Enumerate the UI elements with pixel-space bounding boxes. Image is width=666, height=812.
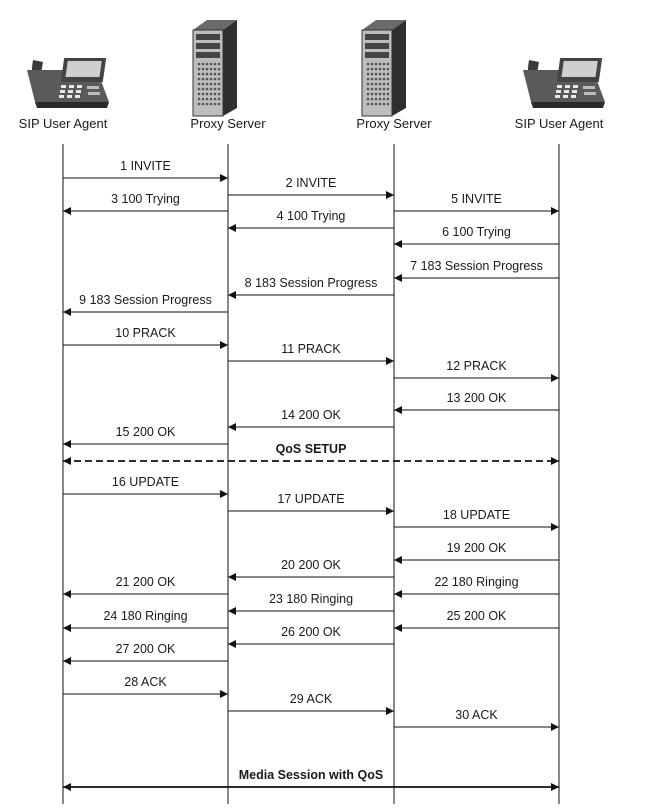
message-label: 14 200 OK [281,408,341,422]
message-label: 7 183 Session Progress [410,259,543,273]
message-label: 1 INVITE [120,159,171,173]
message-label: 2 INVITE [286,176,337,190]
message-label: 12 PRACK [446,359,507,373]
phone-icon [523,58,605,108]
message-label: Media Session with QoS [239,768,383,782]
participant-label: Proxy Server [190,116,266,131]
message-label: 29 ACK [290,692,333,706]
message-label: 8 183 Session Progress [245,276,378,290]
message-label: 13 200 OK [447,391,507,405]
message-label: 11 PRACK [281,342,341,356]
message-label: 22 180 Ringing [434,575,518,589]
message-label: 23 180 Ringing [269,592,353,606]
message-label: 9 183 Session Progress [79,293,212,307]
participant-label: SIP User Agent [19,116,108,131]
participant-label: SIP User Agent [515,116,604,131]
message-label: 6 100 Trying [442,225,511,239]
message-label: 25 200 OK [447,609,507,623]
message-label: 10 PRACK [115,326,176,340]
message-label: 27 200 OK [116,642,176,656]
message-list: 1 INVITE 2 INVITE 3 100 Trying 5 INVITE 4 10… [63,159,559,791]
message-label: 5 INVITE [451,192,502,206]
message-label: 21 200 OK [116,575,176,589]
server-icon [361,20,406,117]
message-label: 15 200 OK [116,425,176,439]
message-label: QoS SETUP [276,442,347,456]
participant-label: Proxy Server [356,116,432,131]
message-label: 18 UPDATE [443,508,510,522]
phone-icon [27,58,109,108]
message-label: 17 UPDATE [277,492,344,506]
message-label: 30 ACK [455,708,498,722]
message-label: 16 UPDATE [112,475,179,489]
message-label: 3 100 Trying [111,192,180,206]
message-label: 26 200 OK [281,625,341,639]
message-label: 19 200 OK [447,541,507,555]
message-label: 20 200 OK [281,558,341,572]
message-label: 28 ACK [124,675,167,689]
server-icon [192,20,237,117]
message-label: 24 180 Ringing [103,609,187,623]
message-label: 4 100 Trying [277,209,346,223]
